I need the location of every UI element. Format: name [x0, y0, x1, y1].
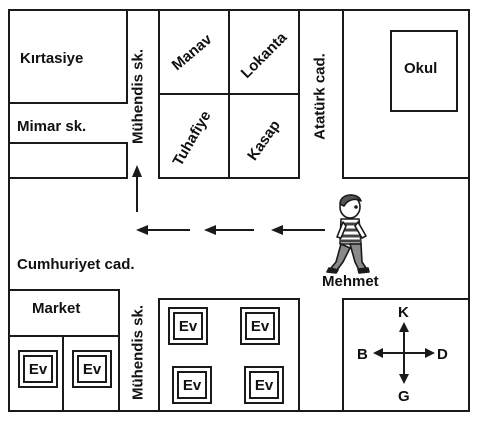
ev-house-4: Ev [240, 307, 280, 345]
ev-house-5: Ev [172, 366, 212, 404]
mimar-block [8, 142, 128, 179]
ev-house-3: Ev [168, 307, 208, 345]
okul-building [390, 30, 458, 112]
manav-block [158, 9, 230, 95]
compass-block [342, 298, 470, 412]
market-label: Market [32, 300, 81, 317]
mimar-street-label: Mimar sk. [17, 118, 87, 135]
kasap-block [228, 93, 300, 179]
compass-west: B [357, 346, 368, 363]
compass-south: G [398, 388, 410, 405]
compass-east: D [437, 346, 448, 363]
kirtasiye-block [8, 9, 128, 104]
kirtasiye-label: Kırtasiye [20, 50, 84, 67]
tuhafiye-block [158, 93, 230, 179]
mehmet-figure [326, 194, 370, 274]
mehmet-label: Mehmet [322, 273, 379, 290]
route-arrows [132, 165, 325, 235]
market-divider [8, 335, 120, 337]
ev-house-2: Ev [72, 350, 112, 388]
compass-north: K [398, 304, 409, 321]
ev-divider [62, 335, 64, 412]
ev-house-1: Ev [18, 350, 58, 388]
okul-label: Okul [404, 60, 438, 77]
cumhuriyet-street-label: Cumhuriyet cad. [17, 256, 135, 273]
ev-house-6: Ev [244, 366, 284, 404]
compass-arrows [373, 322, 435, 384]
